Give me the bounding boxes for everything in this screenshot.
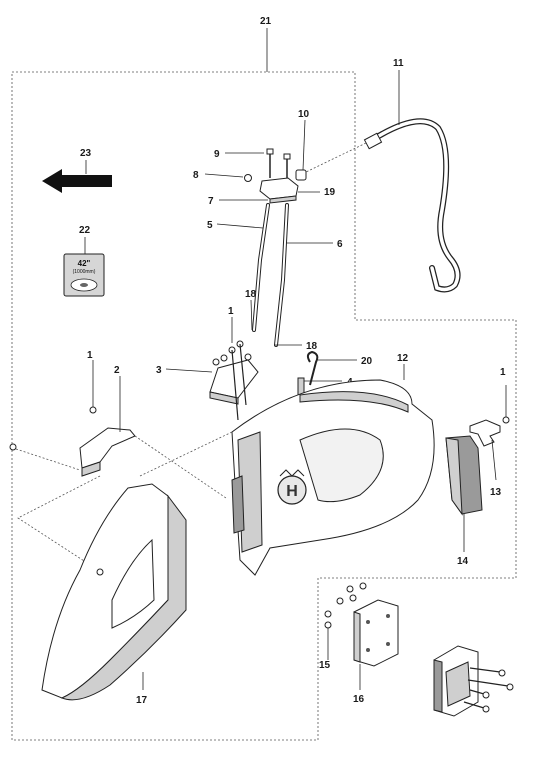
front-guard-17: [41, 483, 187, 701]
callout-19: 19: [324, 187, 336, 198]
plug-8: [244, 174, 252, 182]
direction-arrow-icon: [42, 169, 112, 193]
screw-1-left: [89, 360, 97, 414]
callout-21: 21: [260, 16, 272, 27]
water-tube-5: [252, 203, 270, 332]
callout-20: 20: [361, 356, 373, 367]
callout-6: 6: [337, 239, 343, 250]
assembly-boundary-21: [11, 71, 517, 741]
nipple-10: [295, 169, 307, 181]
bracket-2: [79, 427, 136, 477]
screws-9: [266, 148, 291, 178]
mounting-plate-16: [353, 599, 399, 667]
callout-23: 23: [80, 148, 92, 159]
callout-12: 12: [397, 353, 409, 364]
husqvarna-logo-icon: H: [277, 469, 307, 505]
guard-flap-14: [445, 435, 483, 516]
mounting-plate-assembled: [433, 645, 514, 717]
callout-2: 2: [114, 365, 120, 376]
callout-9: 9: [214, 149, 220, 160]
svg-text:H: H: [286, 483, 298, 500]
screw-1-right: [502, 385, 510, 424]
screw-left-small: [9, 443, 81, 471]
valve-block: [259, 177, 299, 204]
callout-8: 8: [193, 170, 199, 181]
callout-18-upper: 18: [245, 289, 257, 300]
callout-5: 5: [207, 220, 213, 231]
callout-11: 11: [393, 58, 404, 69]
callout-10: 10: [298, 109, 310, 120]
callout-3: 3: [156, 365, 162, 376]
water-tube-6: [274, 203, 289, 347]
callout-13: 13: [490, 487, 502, 498]
badge-metric-text: (1000mm): [73, 269, 96, 275]
callout-1-left: 1: [87, 350, 93, 361]
callout-1-right: 1: [500, 367, 506, 378]
bolts-set: [212, 340, 252, 421]
callout-22: 22: [79, 225, 91, 236]
badge-size-text: 42": [78, 259, 91, 268]
blade-size-badge: 42" (1000mm): [63, 253, 105, 297]
clamp-13: [469, 419, 501, 447]
water-hose: [363, 118, 461, 293]
callout-14: 14: [457, 556, 469, 567]
callout-16: 16: [353, 694, 365, 705]
callout-7: 7: [208, 196, 214, 207]
callout-18-lower: 18: [306, 341, 318, 352]
blade-guard-12: H: [231, 379, 435, 576]
clip-20: [306, 350, 319, 386]
callout-15: 15: [319, 660, 331, 671]
callout-1-top: 1: [228, 306, 234, 317]
callout-17: 17: [136, 695, 148, 706]
